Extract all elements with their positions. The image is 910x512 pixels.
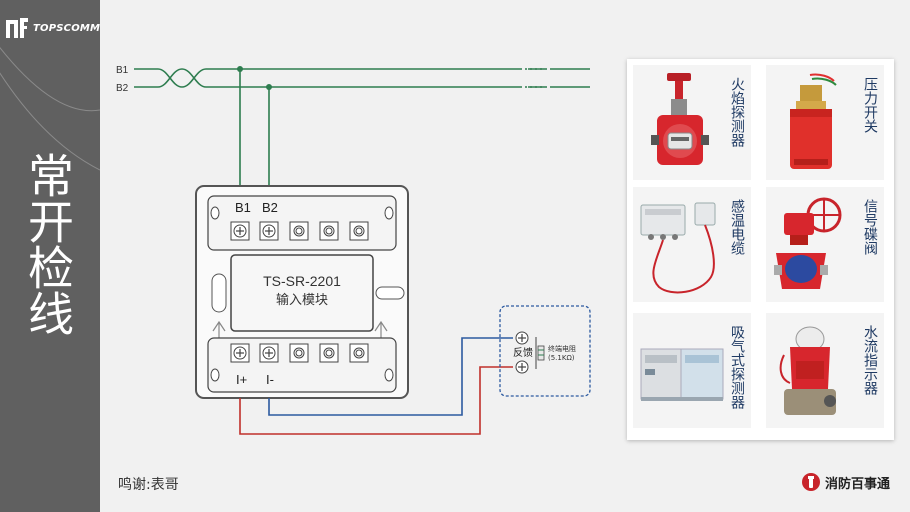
topscomm-logo-icon bbox=[6, 18, 28, 38]
end-of-line-device: 反馈 终端电阻 (5.1KΩ) bbox=[499, 305, 591, 397]
bus-wires bbox=[134, 68, 590, 196]
logo-text: TOPSCOMM bbox=[33, 22, 100, 34]
input-module: B1 B2 TS-SR-2201 输入模块 bbox=[195, 185, 409, 399]
fire-extinguisher-icon bbox=[801, 473, 820, 491]
bus-continuation bbox=[520, 68, 552, 88]
terminal-label-i-plus: I+ bbox=[236, 372, 247, 387]
device-label-pressure-switch: 压力开关 bbox=[862, 77, 878, 133]
sidebar: TOPSCOMM 常开检线 bbox=[0, 0, 100, 512]
device-card-heat-cable: 感温电缆 bbox=[633, 187, 751, 302]
pressure-switch-icon bbox=[790, 73, 837, 169]
flame-detector-icon bbox=[651, 73, 709, 165]
heat-cable-icon bbox=[640, 202, 716, 294]
bus-label-b1: B1 bbox=[116, 65, 129, 76]
terminal-label-i-minus: I- bbox=[266, 372, 274, 387]
device-label-heat-cable: 感温电缆 bbox=[729, 199, 745, 255]
brand-text: 消防百事通 bbox=[824, 476, 890, 492]
aspirating-detector-icon bbox=[640, 348, 724, 401]
decorative-arcs bbox=[0, 46, 100, 171]
module-model: TS-SR-2201 bbox=[263, 273, 341, 289]
bus-label-b2: B2 bbox=[116, 83, 129, 94]
butterfly-valve-icon bbox=[774, 197, 842, 289]
device-card-butterfly-valve: 信号碟阀 bbox=[766, 187, 884, 302]
device-label-butterfly-valve: 信号碟阀 bbox=[862, 199, 878, 255]
eol-resistor-value: (5.1KΩ) bbox=[548, 354, 575, 362]
page-title: 常开检线 bbox=[21, 152, 75, 336]
terminal-label-b2: B2 bbox=[262, 200, 278, 215]
device-label-aspirating-detector: 吸气式探测器 bbox=[729, 325, 745, 409]
terminal-label-b1: B1 bbox=[235, 200, 251, 215]
top-terminals bbox=[210, 206, 394, 241]
credit-text: 鸣谢:表哥 bbox=[118, 477, 179, 493]
device-card-pressure-switch: 压力开关 bbox=[766, 65, 884, 180]
blue-wire bbox=[268, 337, 513, 416]
junction-b2 bbox=[266, 84, 272, 90]
device-label-water-flow-indicator: 水流指示器 bbox=[862, 325, 878, 395]
up-arrows bbox=[212, 320, 388, 339]
bottom-terminal-screws bbox=[236, 349, 273, 357]
topscomm-logo: TOPSCOMM bbox=[4, 16, 100, 40]
wiring-diagram: B1 B2 B1 B2 bbox=[116, 65, 591, 435]
junction-b1 bbox=[237, 66, 243, 72]
water-flow-indicator-icon bbox=[779, 326, 836, 415]
top-terminal-screws bbox=[236, 227, 273, 235]
device-card-flame-detector: 火焰探测器 bbox=[633, 65, 751, 180]
device-card-water-flow-indicator: 水流指示器 bbox=[766, 313, 884, 428]
eol-resistor-label: 终端电阻 bbox=[548, 344, 576, 353]
devices-panel: 火焰探测器 压力开关 感温电缆 bbox=[627, 59, 894, 440]
device-label-flame-detector: 火焰探测器 bbox=[729, 77, 745, 147]
device-card-aspirating-detector: 吸气式探测器 bbox=[633, 313, 751, 428]
red-wire bbox=[239, 366, 513, 435]
feedback-label: 反馈 bbox=[513, 346, 533, 359]
module-name: 输入模块 bbox=[276, 292, 328, 308]
brand-logo: 消防百事通 bbox=[801, 472, 890, 492]
